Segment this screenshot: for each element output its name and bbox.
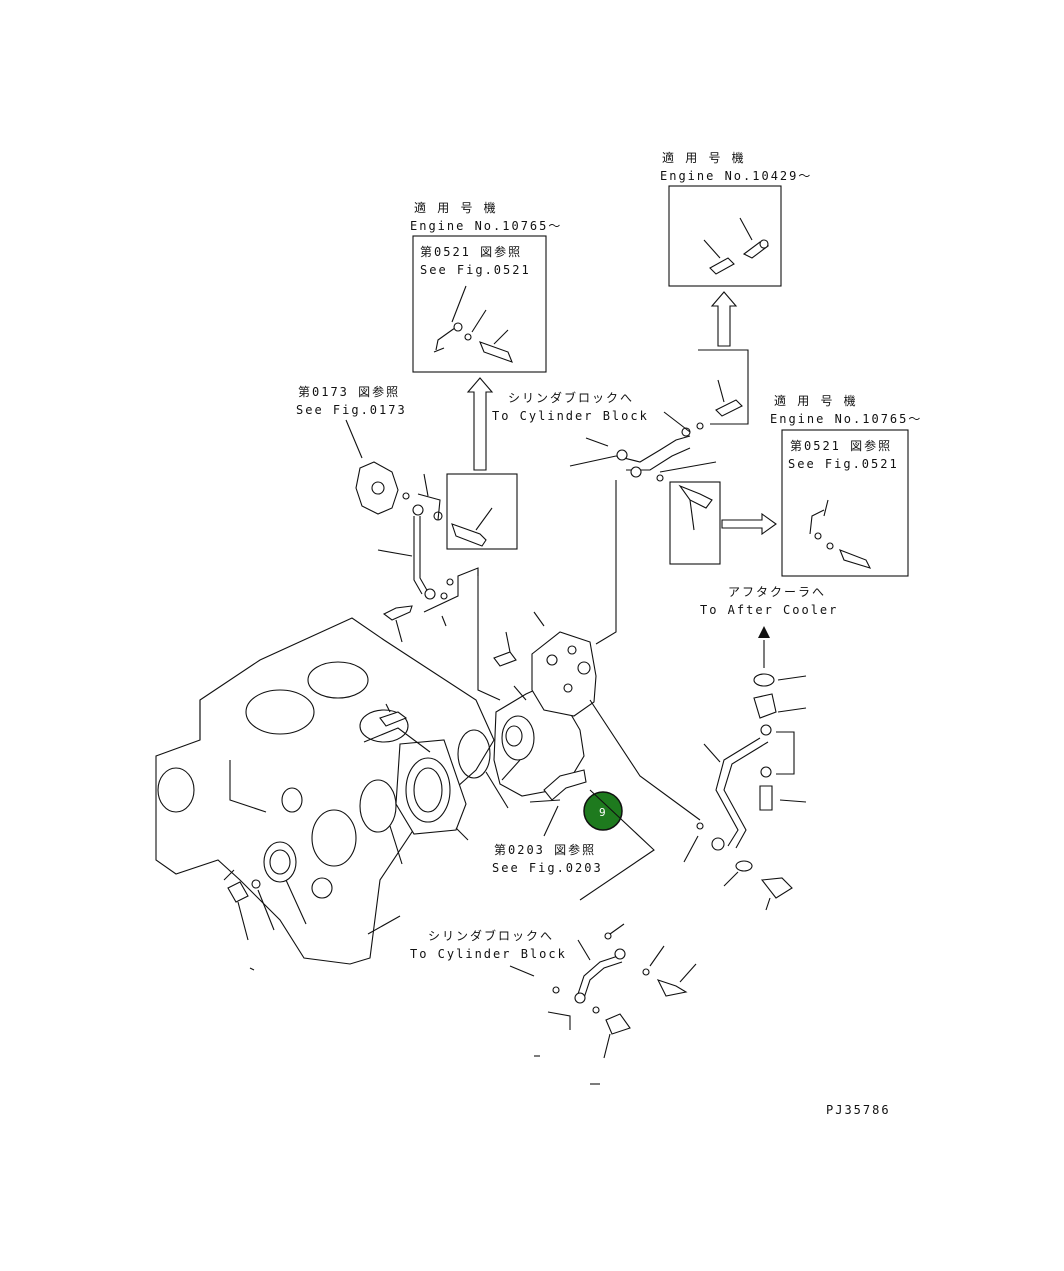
plug-part [227, 879, 275, 971]
housing-part-0173 [355, 461, 399, 515]
bolt-part-compressor [493, 631, 517, 667]
inset-box-right [781, 429, 909, 577]
arrow-right [721, 512, 777, 536]
applicable-label-top-right: 適 用 号 機 [662, 150, 746, 165]
to-after-cooler-jp: アフタクーラへ [728, 585, 826, 599]
fig-ref-en-0203: See Fig.0203 [492, 861, 603, 875]
fig-ref-jp-0173: 第0173 図参照 [298, 384, 400, 399]
to-cylinder-block-en-upper: To Cylinder Block [492, 409, 649, 423]
engine-number-top-right: Engine No.10429～ [660, 169, 812, 183]
lubrication-pipe-left [377, 473, 501, 701]
engine-number-right: Engine No.10765～ [770, 412, 922, 426]
o-ring-left [359, 779, 403, 865]
lubrication-pipe-upper [569, 411, 717, 645]
mounting-flange [395, 739, 469, 841]
arrow-to-cylinder-block-lower [509, 965, 535, 977]
leader-0173 [345, 419, 363, 459]
inset-box-top-right [668, 185, 782, 287]
leader-lower-pipe [579, 789, 655, 901]
inset-box-bolt-right [669, 481, 721, 565]
connector-fittings-part [703, 217, 770, 275]
callout-marker-label: 9 [599, 806, 606, 819]
fig-ref-en-0173: See Fig.0173 [296, 403, 407, 417]
after-cooler-pipe [683, 673, 807, 911]
breather-pipe-part [433, 285, 513, 363]
inset-box-fitting-right [698, 349, 749, 425]
fig-ref-en-right: See Fig.0521 [788, 457, 899, 471]
engine-block [155, 617, 495, 965]
bolt-part-left-lower [382, 605, 413, 643]
leader-0203 [543, 805, 559, 837]
to-after-cooler-en: To After Cooler [700, 603, 838, 617]
lubrication-pipe-lower [534, 923, 697, 1085]
gasket-ring [457, 729, 509, 809]
bolt-part-right [678, 484, 713, 531]
applicable-label-right: 適 用 号 機 [774, 393, 858, 408]
arrow-to-cylinder-block-upper [585, 437, 609, 447]
air-compressor [493, 611, 701, 821]
to-cylinder-block-jp-upper: シリンダブロックへ [508, 390, 634, 405]
bracket-part [529, 769, 587, 803]
callout-marker[interactable]: 9 [583, 791, 623, 831]
drawing-number: PJ35786 [826, 1103, 891, 1117]
fig-ref-jp-0203: 第0203 図参照 [494, 842, 596, 857]
to-cylinder-block-en-lower: To Cylinder Block [410, 947, 567, 961]
fig-ref-jp-top-left: 第0521 図参照 [420, 244, 522, 259]
applicable-label-top-left: 適 用 号 機 [414, 200, 498, 215]
arrow-head-after-cooler [758, 626, 770, 638]
fig-ref-jp-right: 第0521 図参照 [790, 438, 892, 453]
bolt-part-left [451, 507, 493, 547]
fig-ref-en-top-left: See Fig.0521 [420, 263, 531, 277]
to-cylinder-block-jp-lower: シリンダブロックへ [428, 928, 554, 943]
arrow-up-right [710, 291, 738, 347]
pipe-part-right [809, 499, 872, 569]
fitting-part-right [715, 379, 743, 417]
inset-box-bolt-left [446, 473, 518, 550]
bolt-part-flange [363, 703, 431, 753]
gear-part [263, 841, 307, 925]
arrow-up-left [466, 377, 494, 471]
engine-number-top-left: Engine No.10765～ [410, 219, 562, 233]
inset-box-top-left [412, 235, 547, 373]
